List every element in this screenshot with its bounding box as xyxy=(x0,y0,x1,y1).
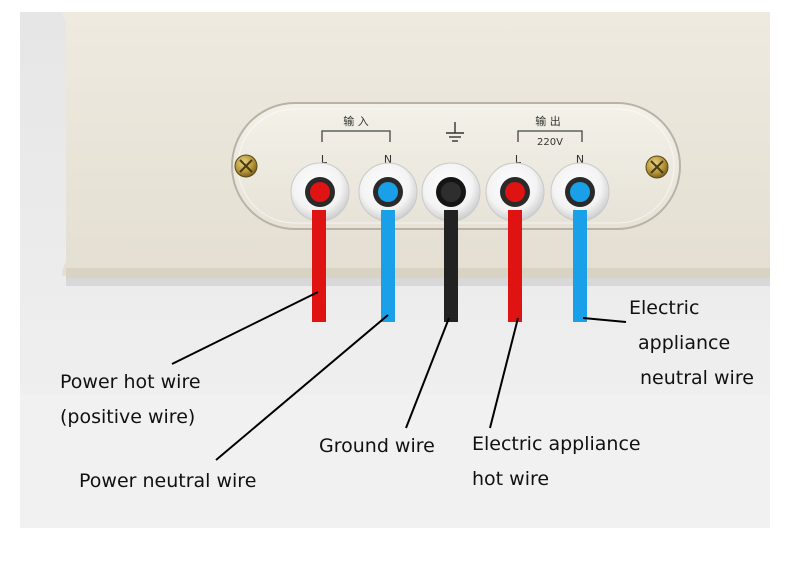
input-bracket xyxy=(321,130,391,142)
power-hot-leader xyxy=(171,291,319,365)
output-l-terminal xyxy=(485,162,545,222)
right-screw-icon xyxy=(645,155,669,179)
ground-leader xyxy=(405,317,450,429)
output-bracket xyxy=(517,130,583,142)
output-group-label: 输 出 xyxy=(535,114,561,128)
left-screw-icon xyxy=(234,154,258,178)
power-neutral-wire-line1: Power neutral wire xyxy=(79,470,257,492)
output-n-terminal xyxy=(550,162,610,222)
appliance-neutral-wire-label: Electric appliance neutral wire xyxy=(629,291,754,396)
ground-wire-line1: Ground wire xyxy=(319,435,435,457)
appliance-neutral-leader xyxy=(582,317,627,323)
ground-symbol-icon xyxy=(446,122,464,142)
label-area-background xyxy=(20,395,770,528)
power-neutral-leader xyxy=(215,314,389,461)
power-neutral-wire-label: Power neutral wire xyxy=(79,464,256,499)
output-voltage-label: 220V xyxy=(537,137,563,148)
output-n-mark: N xyxy=(576,153,584,166)
input-group-label: 输 入 xyxy=(343,114,369,128)
ground-wire-label: Ground wire xyxy=(319,429,435,464)
appliance-neutral-wire-line1: Electric xyxy=(629,297,700,319)
input-n-terminal xyxy=(358,162,418,222)
appliance-hot-wire-line2: hot wire xyxy=(472,468,550,490)
enclosure-shadow xyxy=(66,278,770,286)
appliance-hot-leader xyxy=(489,317,519,429)
input-l-mark: L xyxy=(321,153,328,166)
power-hot-wire-line1: Power hot wire xyxy=(60,371,201,393)
power-hot-wire-label: Power hot wire (positive wire) xyxy=(60,365,201,435)
input-l-terminal xyxy=(290,162,350,222)
output-l-mark: L xyxy=(515,153,522,166)
appliance-hot-wire-label: Electric appliance hot wire xyxy=(472,427,641,497)
power-hot-wire-line2: (positive wire) xyxy=(60,406,196,428)
ground-terminal xyxy=(421,162,481,222)
appliance-hot-wire-line1: Electric appliance xyxy=(472,433,641,455)
appliance-neutral-wire-line3: neutral wire xyxy=(640,367,754,389)
enclosure-bottom-edge xyxy=(66,268,770,278)
appliance-neutral-wire-line2: appliance xyxy=(638,332,731,354)
input-n-mark: N xyxy=(384,153,392,166)
